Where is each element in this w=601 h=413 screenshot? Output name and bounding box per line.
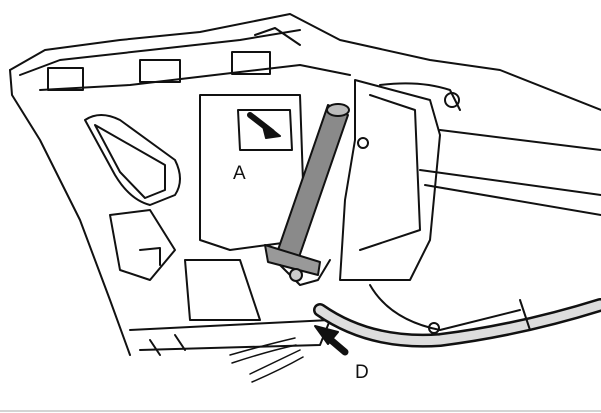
arrow-lower [229, 325, 349, 383]
bumper-panel-outline [9, 13, 601, 356]
bottom-divider [0, 410, 601, 412]
hose [313, 284, 601, 348]
arrow-upper [247, 112, 281, 139]
tube [264, 103, 350, 286]
bracket-assembly [339, 79, 601, 281]
label-a: A [233, 163, 246, 184]
label-d: D [355, 362, 369, 383]
